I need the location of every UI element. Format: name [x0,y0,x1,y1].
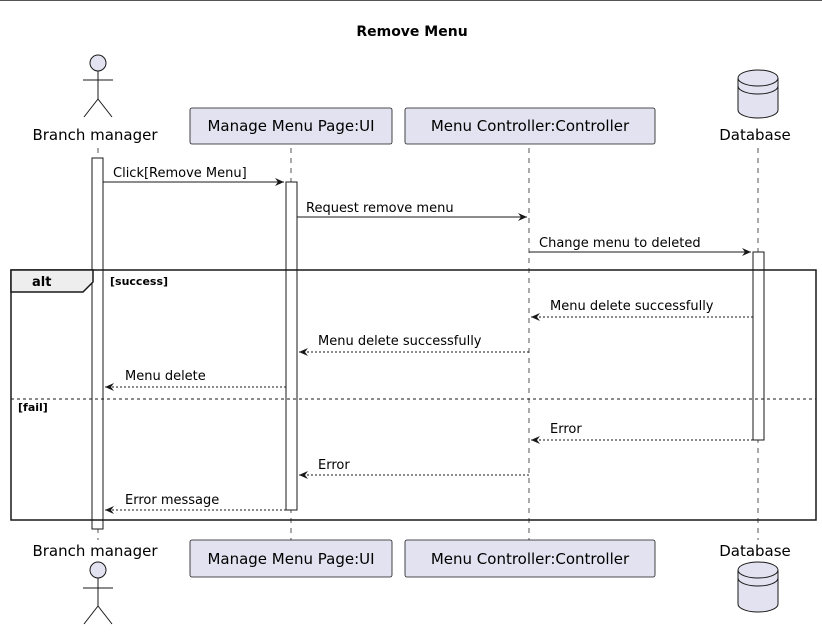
participant-label: Database [719,126,791,144]
participant-box [189,539,393,578]
message-label: Error message [125,493,219,508]
message-label: Click[Remove Menu] [113,166,247,181]
alt-fragment [10,269,817,521]
message-label: Menu delete successfully [318,334,482,349]
database-icon [737,69,779,119]
guard-fail: [fail] [18,401,48,414]
alt-fragment-tab [10,269,94,293]
participant-box [189,107,393,145]
participant-label: Branch manager [32,126,158,144]
activation-branch-manager [91,157,104,530]
participant-label: Menu Controller:Controller [431,117,630,135]
guard-success: [success] [110,275,168,288]
alt-keyword: alt [32,275,51,290]
participant-label: Manage Menu Page:UI [207,117,374,135]
actor-icon [83,561,113,625]
actor-icon [83,54,113,118]
participant-label: Database [719,542,791,560]
message-label: Menu delete successfully [550,299,714,314]
activation-manage-menu-page [285,181,298,511]
message-label: Menu delete [125,369,206,384]
top-border [0,0,822,1]
message-label: Error [318,458,350,473]
participant-box [404,539,656,578]
activation-database [752,251,765,441]
diagram-title: Remove Menu [356,24,467,40]
database-icon [737,561,779,613]
message-label: Change menu to deleted [539,236,701,251]
participant-label: Branch manager [32,542,158,560]
message-label: Request remove menu [306,201,454,216]
participant-box [404,107,656,145]
message-label: Error [550,422,582,437]
participant-label: Manage Menu Page:UI [207,550,374,568]
participant-label: Menu Controller:Controller [431,550,630,568]
